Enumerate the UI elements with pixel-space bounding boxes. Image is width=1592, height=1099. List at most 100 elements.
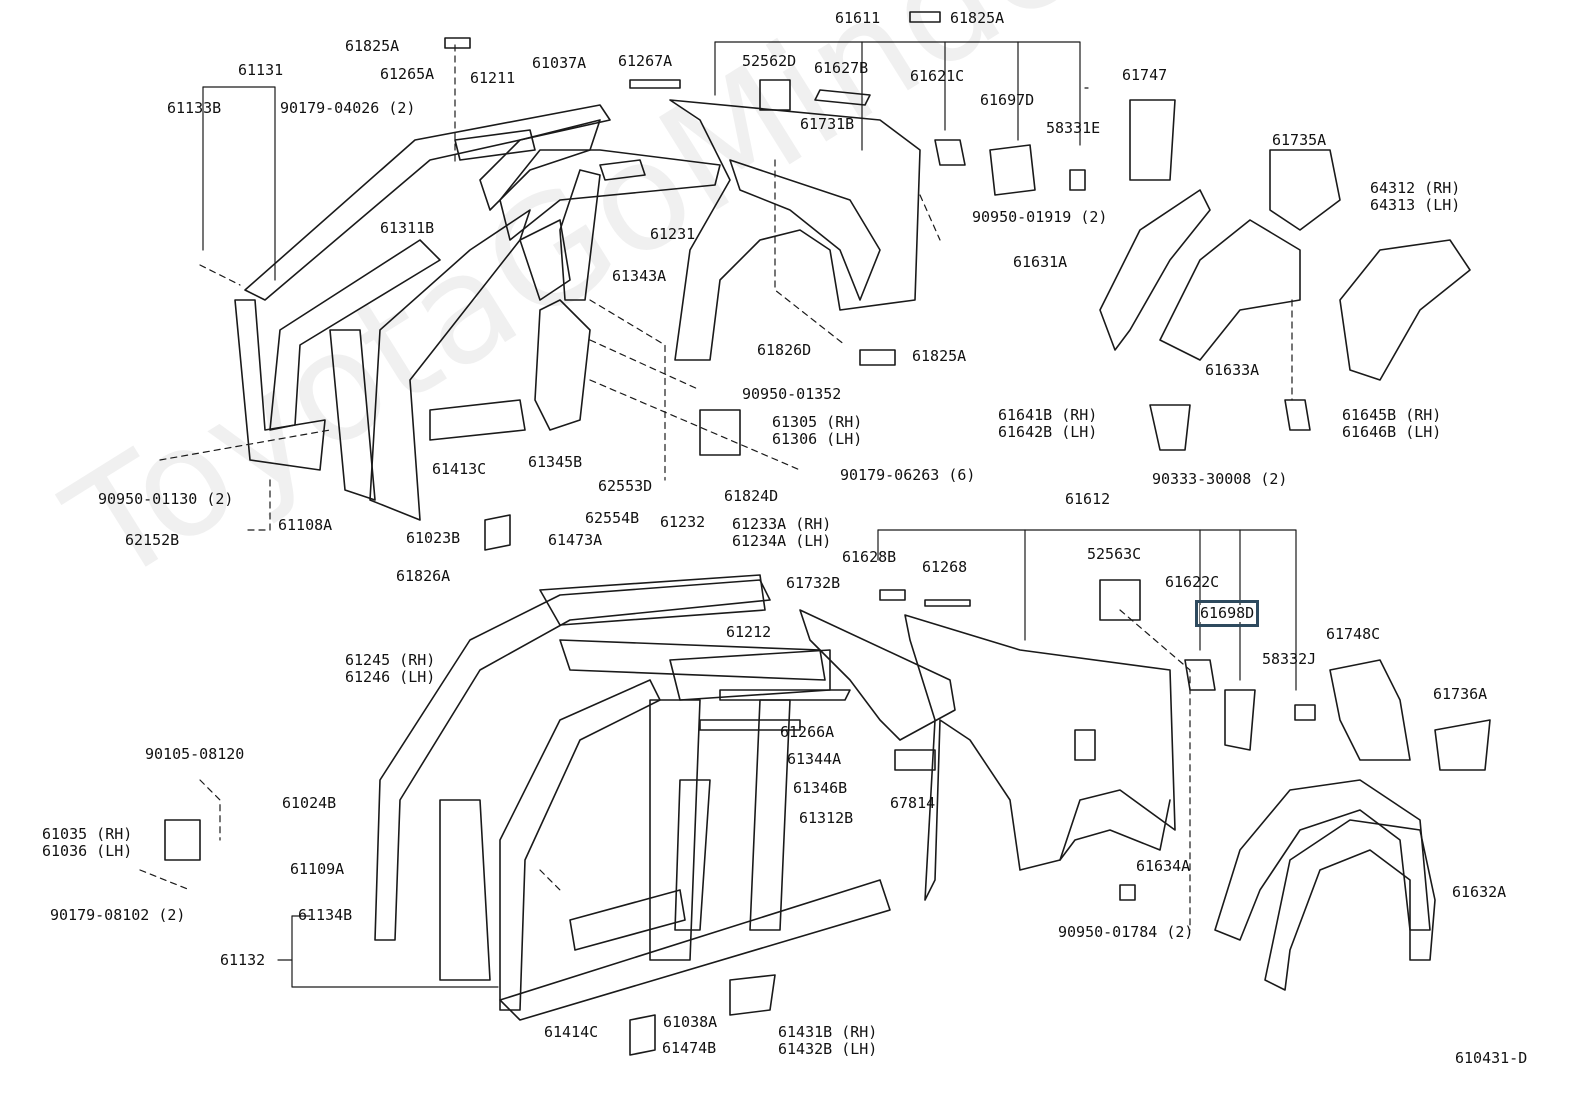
part-label-61646b: 61646B (LH) (1342, 423, 1442, 441)
part-label-61037a[interactable]: 61037A (532, 54, 587, 72)
part-label-52563c[interactable]: 52563C (1087, 545, 1142, 563)
part-label-61267a[interactable]: 61267A (618, 52, 673, 70)
part-label-61474b[interactable]: 61474B (662, 1039, 717, 1057)
part-label-61232[interactable]: 61232 (660, 513, 706, 531)
part-label-64312-64313[interactable]: 64312 (RH) 64313 (LH) (1370, 180, 1460, 214)
part-label-61305: 61305 (RH) (772, 413, 863, 431)
part-label-61645b-61646b[interactable]: 61645B (RH) 61646B (LH) (1342, 407, 1441, 441)
part-label-58331e[interactable]: 58331E (1046, 119, 1101, 137)
part-label-61731b[interactable]: 61731B (800, 115, 855, 133)
part-label-61612[interactable]: 61612 (1065, 490, 1111, 508)
part-label-62553d[interactable]: 62553D (598, 477, 653, 495)
part-label-61312b[interactable]: 61312B (799, 809, 854, 827)
part-label-61023b[interactable]: 61023B (406, 529, 461, 547)
part-label-61233a: 61233A (RH) (732, 515, 832, 533)
part-label-61108a[interactable]: 61108A (278, 516, 333, 534)
part-label-61632a[interactable]: 61632A (1452, 883, 1507, 901)
part-label-61234a: 61234A (LH) (732, 532, 832, 550)
part-label-90950-01784[interactable]: 90950-01784 (2) (1058, 923, 1194, 941)
part-label-61134b[interactable]: 61134B (298, 906, 353, 924)
part-label-61698d-selected[interactable]: 61698D (1194, 600, 1260, 627)
part-label-62152b[interactable]: 62152B (125, 531, 180, 549)
part-label-61413c[interactable]: 61413C (432, 460, 487, 478)
leader-lines (202, 41, 1297, 988)
part-label-90950-01352[interactable]: 90950-01352 (742, 385, 842, 403)
part-label-61732b[interactable]: 61732B (786, 574, 841, 592)
part-label-90179-06263[interactable]: 90179-06263 (6) (840, 466, 976, 484)
part-label-61747[interactable]: 61747 (1122, 66, 1168, 84)
part-label-90179-08102[interactable]: 90179-08102 (2) (50, 906, 186, 924)
part-label-67814[interactable]: 67814 (890, 794, 936, 812)
part-label-61826d[interactable]: 61826D (757, 341, 812, 359)
part-label-61305-61306[interactable]: 61305 (RH) 61306 (LH) (772, 414, 862, 448)
part-label-61622c[interactable]: 61622C (1165, 573, 1220, 591)
part-label-61697d[interactable]: 61697D (980, 91, 1035, 109)
part-label-61633a[interactable]: 61633A (1205, 361, 1260, 379)
part-label-61621c[interactable]: 61621C (910, 67, 965, 85)
part-label-61311b[interactable]: 61311B (380, 219, 435, 237)
part-label-61825a[interactable]: 61825A (950, 9, 1005, 27)
part-label-61233a-61234a[interactable]: 61233A (RH) 61234A (LH) (732, 516, 831, 550)
part-label-61265a[interactable]: 61265A (380, 65, 435, 83)
part-label-61131[interactable]: 61131 (238, 61, 284, 79)
part-label-61826a[interactable]: 61826A (396, 567, 451, 585)
part-label-61345b[interactable]: 61345B (528, 453, 583, 471)
lower-left-body-side (164, 514, 891, 1056)
part-label-62554b[interactable]: 62554B (585, 509, 640, 527)
part-label-90179-04026[interactable]: 90179-04026 (2) (280, 99, 416, 117)
part-label-61642b: 61642B (LH) (998, 423, 1098, 441)
part-label-61645b: 61645B (RH) (1342, 406, 1442, 424)
part-label-90950-01919[interactable]: 90950-01919 (2) (972, 208, 1108, 226)
part-label-61634a[interactable]: 61634A (1136, 857, 1191, 875)
part-label-61414c[interactable]: 61414C (544, 1023, 599, 1041)
part-label-61132[interactable]: 61132 (220, 951, 266, 969)
part-label-61035-61036[interactable]: 61035 (RH) 61036 (LH) (42, 826, 132, 860)
part-label-61735a[interactable]: 61735A (1272, 131, 1327, 149)
part-label-61628b[interactable]: 61628B (842, 548, 897, 566)
part-label-61246: 61246 (LH) (345, 668, 436, 686)
part-label-61431b-61432b[interactable]: 61431B (RH) 61432B (LH) (778, 1024, 877, 1058)
upper-left-body-side (234, 104, 721, 521)
part-label-61212[interactable]: 61212 (726, 623, 772, 641)
part-label-61211[interactable]: 61211 (470, 69, 516, 87)
part-label-61268[interactable]: 61268 (922, 558, 968, 576)
part-label-61825a[interactable]: 61825A (345, 37, 400, 55)
part-label-90333-30008[interactable]: 90333-30008 (2) (1152, 470, 1288, 488)
part-label-61431b: 61431B (RH) (778, 1023, 878, 1041)
upper-right-quarter (444, 11, 1471, 456)
part-label-61748c[interactable]: 61748C (1326, 625, 1381, 643)
part-label-61035: 61035 (RH) (42, 825, 133, 843)
part-label-61641b: 61641B (RH) (998, 406, 1098, 424)
part-label-90105-08120[interactable]: 90105-08120 (145, 745, 245, 763)
part-label-61641b-61642b[interactable]: 61641B (RH) 61642B (LH) (998, 407, 1097, 441)
part-label-61231[interactable]: 61231 (650, 225, 696, 243)
part-label-52562d[interactable]: 52562D (742, 52, 797, 70)
part-label-61631a[interactable]: 61631A (1013, 253, 1068, 271)
part-label-61245: 61245 (RH) (345, 651, 436, 669)
part-label-61133b[interactable]: 61133B (167, 99, 222, 117)
part-label-61346b[interactable]: 61346B (793, 779, 848, 797)
part-label-61611[interactable]: 61611 (835, 9, 881, 27)
part-label-61038a[interactable]: 61038A (663, 1013, 718, 1031)
part-label-61473a[interactable]: 61473A (548, 531, 603, 549)
part-label-61344a[interactable]: 61344A (787, 750, 842, 768)
part-label-61736a[interactable]: 61736A (1433, 685, 1488, 703)
part-label-61109a[interactable]: 61109A (290, 860, 345, 878)
part-label-61627b[interactable]: 61627B (814, 59, 869, 77)
part-label-61432b: 61432B (LH) (778, 1040, 878, 1058)
part-label-58332j[interactable]: 58332J (1262, 650, 1317, 668)
part-label-61245-61246[interactable]: 61245 (RH) 61246 (LH) (345, 652, 435, 686)
part-label-64313: 64313 (LH) (1370, 196, 1461, 214)
part-label-61024b[interactable]: 61024B (282, 794, 337, 812)
part-label-90950-01130[interactable]: 90950-01130 (2) (98, 490, 234, 508)
part-label-61824d[interactable]: 61824D (724, 487, 779, 505)
part-label-64312: 64312 (RH) (1370, 179, 1461, 197)
part-label-61825a[interactable]: 61825A (912, 347, 967, 365)
dashed-lines (139, 44, 1293, 931)
part-label-61343a[interactable]: 61343A (612, 267, 667, 285)
diagram-code: 610431-D (1455, 1049, 1528, 1067)
part-label-61266a[interactable]: 61266A (780, 723, 835, 741)
lower-right-quarter (799, 579, 1491, 991)
